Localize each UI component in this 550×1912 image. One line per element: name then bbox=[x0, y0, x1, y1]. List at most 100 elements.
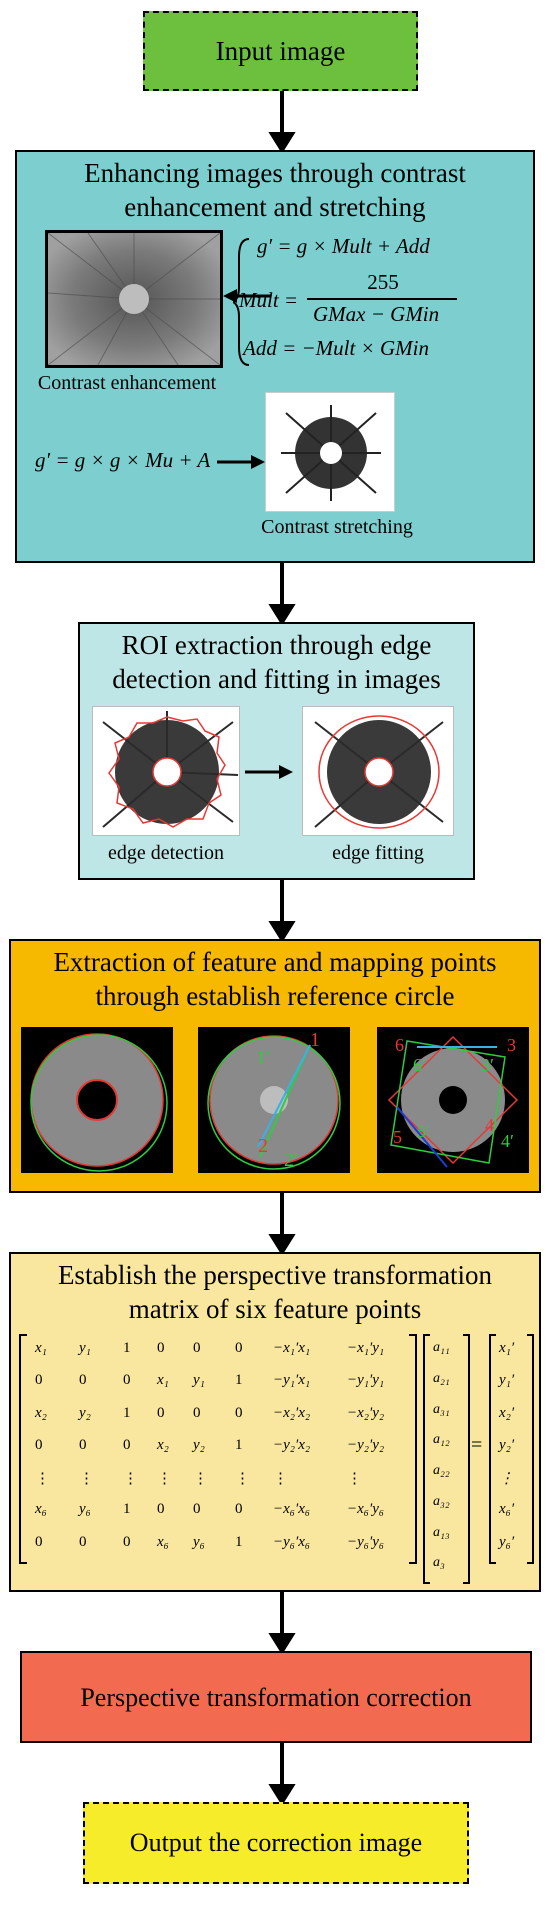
correction-step: Perspective transformation correction bbox=[20, 1651, 532, 1743]
edge-fitting-picture bbox=[314, 715, 444, 829]
matrix-cell: −x₁′x₁ bbox=[273, 1340, 311, 1356]
matrix-step: Establish the perspective transformation… bbox=[9, 1252, 541, 1592]
matrix-cell: ⋮ bbox=[193, 1471, 208, 1488]
matrix-cell: 0 bbox=[35, 1533, 43, 1550]
edge-detection-picture bbox=[102, 711, 239, 828]
contrast-stretching-picture bbox=[281, 405, 381, 501]
rhs-vector: x₁′y₁′x₂′y₂′⋮x₆′y₆′ bbox=[495, 1334, 527, 1560]
rhs-cell: ⋮ bbox=[499, 1471, 514, 1488]
reference-circle-image-1 bbox=[21, 1027, 173, 1173]
matrix-cell: y₆ bbox=[193, 1533, 205, 1550]
label-4: 4 bbox=[485, 1115, 494, 1135]
input-image-step: Input image bbox=[143, 11, 418, 91]
label-4-prime: 4′ bbox=[501, 1131, 514, 1151]
matrix-cell: ⋮ bbox=[157, 1471, 172, 1488]
label-2: 2 bbox=[258, 1135, 268, 1157]
correction-label: Perspective transformation correction bbox=[80, 1683, 472, 1712]
matrix-equals: = bbox=[471, 1434, 483, 1456]
output-step: Output the correction image bbox=[83, 1802, 469, 1884]
matrix-cell: 0 bbox=[157, 1501, 165, 1518]
contrast-enhancement-image bbox=[45, 230, 223, 368]
matrix-cell: 0 bbox=[193, 1501, 201, 1518]
matrix-cell: 0 bbox=[123, 1372, 131, 1389]
coefficient-cell: a₁₁ bbox=[433, 1340, 450, 1355]
matrix-bracket-left bbox=[19, 1334, 27, 1564]
contrast-stretching-caption: Contrast stretching bbox=[261, 516, 413, 538]
matrix-title-line1: Establish the perspective transformation bbox=[57, 1260, 493, 1290]
matrix-cell: −x₂′y₂ bbox=[347, 1404, 385, 1421]
rhs-cell: y₂′ bbox=[499, 1436, 515, 1453]
enhance-step: Enhancing images through contrast enhanc… bbox=[15, 150, 535, 563]
enhance-title-line1: Enhancing images through contrast bbox=[84, 158, 466, 188]
edge-fitting-caption: edge fitting bbox=[332, 842, 424, 864]
matrix-cell: 0 bbox=[235, 1340, 243, 1356]
formula-to-image-arrow bbox=[223, 289, 271, 303]
coefficient-cell: a₂₁ bbox=[433, 1370, 450, 1386]
reference-circle-picture-3 bbox=[387, 1035, 519, 1168]
matrix-cell: 0 bbox=[79, 1372, 87, 1389]
output-label: Output the correction image bbox=[129, 1828, 423, 1857]
matrix-cell: 1 bbox=[123, 1404, 131, 1421]
matrix-cell: −x₂′x₂ bbox=[273, 1404, 311, 1421]
label-1-prime: 1′ bbox=[256, 1047, 271, 1069]
feature-step: Extraction of feature and mapping points… bbox=[9, 939, 541, 1193]
feature-title-line2: through establish reference circle bbox=[95, 981, 455, 1011]
matrix-cell: −y₆′y₆ bbox=[347, 1533, 385, 1550]
matrix-cell: 0 bbox=[79, 1436, 87, 1453]
matrix-cell: y₁ bbox=[79, 1340, 91, 1356]
formula-mult-fraction-bar bbox=[307, 298, 457, 300]
matrix-cell: ⋮ bbox=[79, 1471, 94, 1488]
matrix-cell: 1 bbox=[235, 1436, 243, 1453]
feature-title-line1: Extraction of feature and mapping points bbox=[53, 947, 497, 977]
label-5-prime: 5′ bbox=[417, 1121, 430, 1141]
label-3: 3 bbox=[507, 1035, 516, 1055]
formula-mult-numerator: 255 bbox=[367, 270, 399, 294]
rhs-bracket-right bbox=[527, 1334, 534, 1564]
coefficient-cell: a₃ bbox=[433, 1555, 445, 1571]
matrix-cell: 0 bbox=[235, 1404, 243, 1421]
matrix-cell: 0 bbox=[235, 1501, 243, 1518]
matrix-cell: ⋮ bbox=[235, 1471, 250, 1488]
formula-g-prime: g′ = g × Mult + Add bbox=[257, 234, 430, 258]
label-6: 6 bbox=[395, 1035, 404, 1055]
matrix-cell: −x₆′x₆ bbox=[273, 1501, 311, 1518]
formula-mult-denominator: GMax − GMin bbox=[313, 302, 440, 326]
rhs-cell: x₂′ bbox=[499, 1404, 515, 1421]
matrix-cell: ⋮ bbox=[347, 1471, 362, 1488]
edge-detection-caption: edge detection bbox=[107, 842, 225, 864]
matrix-cell: x₂ bbox=[157, 1436, 169, 1453]
matrix-cell: y₁ bbox=[193, 1372, 205, 1389]
label-3-prime: 3′ bbox=[481, 1055, 494, 1075]
coefficient-cell: a₁₃ bbox=[433, 1524, 450, 1540]
reference-circle-image-3: 6 6′ 3 3′ 5 5′ 4 4′ bbox=[377, 1027, 529, 1173]
edge-detection-image bbox=[92, 706, 240, 836]
matrix-cell: ⋮ bbox=[273, 1471, 288, 1488]
roi-title-line1: ROI extraction through edge bbox=[121, 630, 432, 660]
matrix-cell: x₂ bbox=[35, 1404, 47, 1421]
coeff-bracket-right bbox=[463, 1334, 470, 1584]
matrix-cell: y₂ bbox=[193, 1436, 205, 1453]
matrix-cell: 1 bbox=[123, 1340, 131, 1356]
matrix-cell: 1 bbox=[123, 1501, 131, 1518]
matrix-cell: −x₁′y₁ bbox=[347, 1340, 385, 1356]
label-6-prime: 6′ bbox=[413, 1055, 426, 1075]
label-5: 5 bbox=[393, 1127, 402, 1147]
stretch-arrow bbox=[217, 455, 265, 469]
roi-step: ROI extraction through edge detection an… bbox=[78, 622, 475, 880]
formula-add: Add = −Mult × GMin bbox=[243, 336, 429, 360]
reference-circle-picture-1 bbox=[30, 1033, 168, 1172]
matrix-cell: 0 bbox=[79, 1533, 87, 1550]
coefficient-cell: a₂₂ bbox=[433, 1463, 450, 1478]
matrix-cell: x₆ bbox=[157, 1533, 169, 1550]
roi-title-line2: detection and fitting in images bbox=[112, 664, 441, 694]
coefficient-cell: a₃₂ bbox=[433, 1493, 450, 1509]
contrast-enhancement-caption: Contrast enhancement bbox=[37, 372, 217, 394]
matrix-cell: x₆ bbox=[35, 1501, 47, 1518]
coeff-bracket-left bbox=[423, 1334, 430, 1584]
matrix-bracket-right bbox=[409, 1334, 417, 1564]
reference-circle-picture-2 bbox=[207, 1035, 341, 1170]
contrast-enhancement-picture bbox=[48, 233, 220, 365]
